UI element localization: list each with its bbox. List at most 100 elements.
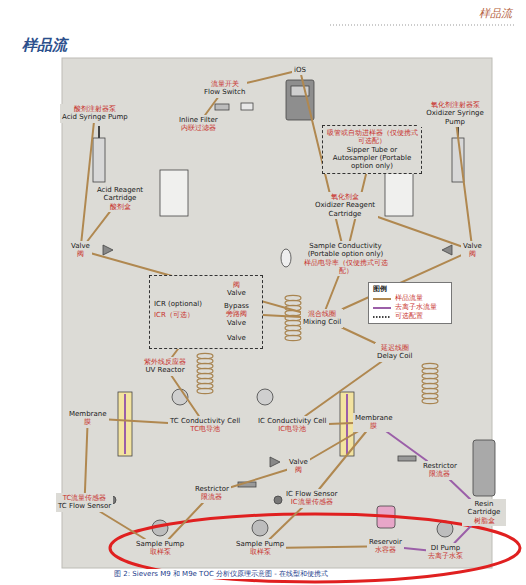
- reagent-cartridge-label: Acid Reagent Cartridge酸剂盒: [90, 185, 150, 212]
- sample-flow-line: [171, 376, 199, 417]
- bypass-valve-label: Bypass旁路阀Valve: [222, 301, 251, 328]
- node-text: UV Reactor: [144, 366, 186, 374]
- membrane-label: Membrane膜: [67, 409, 109, 428]
- legend-line: [373, 307, 391, 309]
- node-text: 取样泵: [236, 548, 284, 556]
- node-text: TC电导池: [170, 425, 240, 433]
- legend-sample: [373, 314, 391, 320]
- restrictor-label: Restrictor限流器: [421, 461, 459, 480]
- node-text: 取样泵: [136, 548, 184, 556]
- legend-sample: [373, 296, 391, 302]
- node-text: 混合线圈: [303, 310, 341, 318]
- sample-flow-line: [109, 420, 169, 424]
- node-text: IC流量传感器: [286, 498, 337, 506]
- flow-switch-symbol: [241, 103, 253, 110]
- node-text: IC Flow Sensor: [286, 490, 337, 498]
- node-text: 水容器: [369, 546, 402, 554]
- node-text: 酸剂盒: [92, 203, 148, 211]
- node-text: Sample Pump: [136, 540, 184, 548]
- reservoir-label: Reservoir水容器: [367, 537, 404, 556]
- node-text: Valve: [463, 242, 482, 250]
- header-rule: [330, 25, 515, 26]
- node-text: 限流器: [195, 493, 229, 501]
- node-text: 延迟线圈: [377, 344, 412, 352]
- acid-cartridge: [160, 170, 188, 216]
- node-text: Sipper Tube or Autosampler (Portable opt…: [326, 146, 418, 171]
- flow-switch-label: 流量开关Flow Switch: [202, 79, 247, 98]
- pump-symbol: [252, 520, 268, 536]
- node-text: TC Conductivity Cell: [170, 417, 240, 425]
- node-text: Reservoir: [369, 538, 402, 546]
- conductivity-sensor: [281, 249, 291, 267]
- valve-label: Valve: [225, 333, 248, 343]
- membrane-label: Membrane膜: [353, 413, 395, 432]
- node-text: Acid Syringe Pump: [62, 113, 128, 121]
- resin-cartridge-label: Resin Cartridge树脂盒: [462, 499, 506, 526]
- valve-symbol: [103, 245, 113, 255]
- legend-sample: [373, 305, 391, 311]
- restrictor-label: Restrictor限流器: [193, 484, 231, 503]
- coil-turn: [422, 398, 438, 403]
- node-text: Valve: [227, 334, 246, 342]
- node-text: 膜: [355, 422, 393, 430]
- legend-text: 去离子水流量: [395, 303, 437, 312]
- node-text: 阀: [463, 250, 482, 258]
- legend-row: 去离子水流量: [373, 303, 447, 312]
- resin-cartridge-symbol: [473, 440, 495, 496]
- node-text: 氧化剂注射器泵: [421, 101, 489, 109]
- diagram-panel: [62, 58, 492, 568]
- node-text: 去离子水泵: [428, 552, 463, 560]
- acid-syringe: [93, 138, 105, 182]
- node-text: ICR (optional): [154, 300, 202, 308]
- sample-flow-line: [231, 470, 287, 488]
- di-water-line: [454, 526, 471, 543]
- flow-sensor-label: IC Flow SensorIC流量传感器: [284, 489, 339, 508]
- ic-cell-symbol: [257, 389, 273, 405]
- node-text: 阀: [227, 281, 246, 289]
- cell-label: IC Conductivity CellIC电导池: [256, 416, 329, 435]
- coil-label: 延迟线圈Delay Coil: [375, 343, 414, 362]
- node-text: iOS: [294, 66, 306, 74]
- diagram-title: 样品流: [22, 36, 67, 55]
- node-text: Inline Filter: [179, 116, 218, 124]
- sample-flow-line: [88, 212, 110, 241]
- reactor-label: 紫外线反应器UV Reactor: [142, 357, 188, 376]
- node-text: 树脂盒: [464, 517, 504, 525]
- legend-heading: 图例: [373, 285, 447, 294]
- sample-flow-line: [81, 123, 94, 242]
- filter-symbol: [215, 104, 229, 110]
- pump-label: Sample Pump取样泵: [234, 539, 286, 558]
- pump-label: DI Pump去离子水泵: [426, 543, 465, 562]
- node-text: DI Pump: [428, 544, 463, 552]
- node-text: Flow Switch: [204, 88, 245, 96]
- sample-flow-line: [169, 503, 203, 540]
- coil-turn: [285, 335, 301, 340]
- sample-flow-line: [205, 98, 218, 116]
- coil-turn: [197, 388, 213, 393]
- node-text: 样品电导率（仅便携式可选配）: [300, 259, 391, 276]
- membrane-stripe: [124, 394, 126, 454]
- node-text: Sample Conductivity (Portable option onl…: [300, 242, 391, 259]
- node-text: Valve: [71, 242, 90, 250]
- node-text: 旁路阀: [224, 310, 249, 318]
- node-text: 紫外线反应器: [144, 358, 186, 366]
- syringe-plunger: [98, 126, 100, 138]
- sample-flow-line: [319, 432, 366, 490]
- node-text: 阀: [289, 466, 308, 474]
- flow-sensor-symbol: [274, 496, 282, 504]
- figure-caption: 图 2: Sievers M9 和 M9e TOC 分析仪原理示意图 - 在线型…: [112, 569, 330, 579]
- sample-flow-line: [85, 428, 88, 494]
- highlight-ellipse: [110, 514, 520, 582]
- ios-label: iOS: [292, 65, 308, 75]
- conductivity-label: Sample Conductivity (Portable option onl…: [298, 241, 393, 276]
- node-text: 酸剂注射器泵: [62, 105, 128, 113]
- icr-box: ICR (optional)ICR（可选）阀ValveBypass旁路阀Valv…: [149, 275, 263, 349]
- valve-label: 阀Valve: [225, 280, 248, 299]
- valve-label: Valve阀: [461, 241, 484, 260]
- node-text: IC Conductivity Cell: [258, 417, 327, 425]
- page-header: 样品流: [479, 6, 512, 21]
- flow-sensor-label: TC流量传感器TC Flow Sensor: [56, 493, 113, 512]
- sample-flow-line: [100, 512, 145, 540]
- node-text: Mixing Coil: [303, 318, 341, 326]
- legend-line: [373, 316, 391, 318]
